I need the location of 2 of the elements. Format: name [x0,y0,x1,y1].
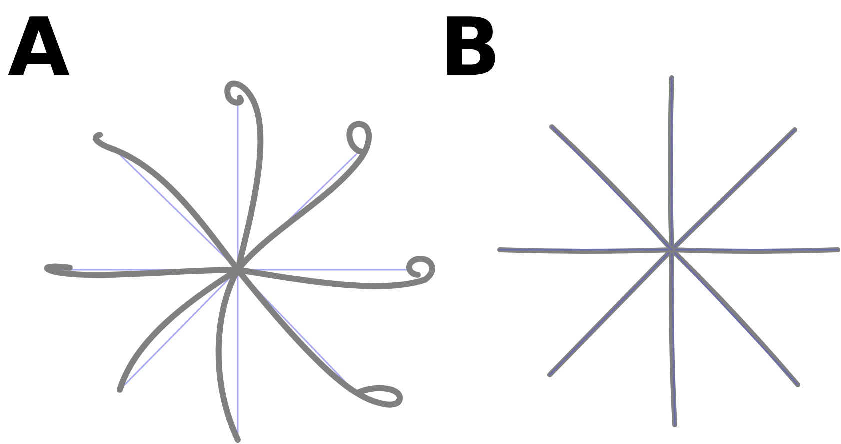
panel-letter: B [440,8,501,88]
panel-letter: A [8,8,70,88]
